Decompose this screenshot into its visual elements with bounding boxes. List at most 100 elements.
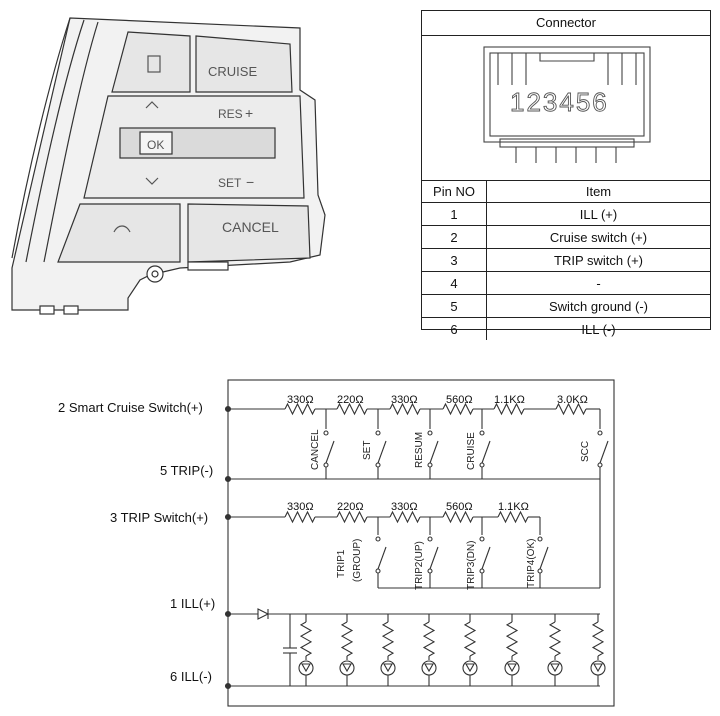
trip-resistor-value: 330Ω xyxy=(391,501,418,513)
trip-resistor-value: 560Ω xyxy=(446,501,473,513)
terminal-label-trip: 3 TRIP Switch(+) xyxy=(110,510,209,525)
trip-resistor xyxy=(389,510,421,524)
trip-switch-contact xyxy=(427,568,433,574)
pin-cell: 1 xyxy=(422,202,487,226)
led-icon xyxy=(421,660,437,676)
trip-resistor xyxy=(442,510,474,524)
cruise-button-label: CRUISE xyxy=(208,64,257,79)
cruise-switch xyxy=(481,440,491,464)
led-icon xyxy=(465,663,475,673)
cruise-switch xyxy=(599,440,609,464)
pin-number-row: 123456 xyxy=(510,87,609,117)
cruise-resistor xyxy=(389,402,421,416)
cruise-resistor xyxy=(336,402,368,416)
cruise-switch-contact xyxy=(597,462,603,468)
pin-cell: 6 xyxy=(422,317,487,340)
trip-switch-contact xyxy=(537,568,543,574)
terminal-dot xyxy=(224,405,232,413)
trip-resistor-value: 220Ω xyxy=(337,501,364,513)
terminal-dot xyxy=(224,475,232,483)
steering-icon xyxy=(113,225,131,233)
trip-resistor-value: 330Ω xyxy=(287,501,314,513)
steering-switch-drawing: CRUISE RES + OK SET − CANCEL xyxy=(11,17,326,315)
cruise-switch-contact xyxy=(323,430,329,436)
led-icon xyxy=(590,660,606,676)
cruise-switch-contact xyxy=(375,430,381,436)
cruise-resistor-value: 330Ω xyxy=(287,394,314,406)
trip-switch-contact xyxy=(375,536,381,542)
led-icon xyxy=(339,660,355,676)
cruise-resistor-value: 1.1KΩ xyxy=(494,394,525,406)
cruise-resistor xyxy=(442,402,474,416)
circuit-frame xyxy=(227,379,615,707)
led-icon xyxy=(380,660,396,676)
trip-resistor xyxy=(497,510,529,524)
led-icon xyxy=(424,663,434,673)
ill-resistor xyxy=(591,621,605,657)
item-column-header: Item xyxy=(486,180,710,203)
led-icon xyxy=(593,663,603,673)
terminal-label-ill-minus: 6 ILL(-) xyxy=(170,669,212,684)
ill-resistor xyxy=(505,621,519,657)
led-icon xyxy=(383,663,393,673)
led-icon xyxy=(298,660,314,676)
ok-button-label: OK xyxy=(147,138,164,152)
terminal-dot xyxy=(224,682,232,690)
minus-icon: − xyxy=(246,174,254,190)
cruise-switch-contact xyxy=(375,462,381,468)
item-cell: ILL (-) xyxy=(486,317,710,340)
cruise-resistor xyxy=(284,402,316,416)
res-button-label: RES xyxy=(218,107,243,121)
trip-resistor xyxy=(336,510,368,524)
item-cell: Switch ground (-) xyxy=(486,294,710,318)
led-icon xyxy=(550,663,560,673)
led-icon xyxy=(342,663,352,673)
pin-cell: 3 xyxy=(422,248,487,272)
led-icon xyxy=(462,660,478,676)
cruise-switch-contact xyxy=(597,430,603,436)
terminal-label-cruise: 2 Smart Cruise Switch(+) xyxy=(58,400,203,415)
terminal-dot xyxy=(224,610,232,618)
connector-drawing: 123456 xyxy=(422,35,710,181)
trip-switch xyxy=(539,546,549,570)
terminal-label-trip-ground: 5 TRIP(-) xyxy=(160,463,214,478)
trip-switch xyxy=(429,546,439,570)
cruise-resistor-value: 330Ω xyxy=(391,394,418,406)
trip-resistor xyxy=(284,510,316,524)
terminal-label-ill-plus: 1 ILL(+) xyxy=(170,596,216,611)
cruise-switch xyxy=(377,440,387,464)
led-icon xyxy=(301,663,311,673)
item-cell: Cruise switch (+) xyxy=(486,225,710,249)
cruise-resistor xyxy=(555,402,587,416)
cruise-resistor-value: 220Ω xyxy=(337,394,364,406)
led-icon xyxy=(547,660,563,676)
cruise-resistor-value: 3.0KΩ xyxy=(557,394,588,406)
cruise-switch-contact xyxy=(323,462,329,468)
ill-resistor xyxy=(299,621,313,657)
ill-resistor xyxy=(548,621,562,657)
ill-resistor xyxy=(422,621,436,657)
cruise-switch-contact xyxy=(479,430,485,436)
trip-switch xyxy=(481,546,491,570)
circuit-diagram xyxy=(224,379,615,707)
cruise-switch-contact xyxy=(427,430,433,436)
diode xyxy=(257,608,270,620)
pin-cell: 2 xyxy=(422,225,487,249)
chevron-up-icon xyxy=(145,101,159,109)
pin-cell: 4 xyxy=(422,271,487,295)
item-cell: - xyxy=(486,271,710,295)
trip-switch-contact xyxy=(479,568,485,574)
trip-switch-contact xyxy=(479,536,485,542)
chevron-down-icon xyxy=(145,177,159,185)
cruise-switch xyxy=(325,440,335,464)
ill-resistor xyxy=(463,621,477,657)
ill-resistor xyxy=(381,621,395,657)
connector-title: Connector xyxy=(422,11,710,36)
trip-switch-contact xyxy=(375,568,381,574)
